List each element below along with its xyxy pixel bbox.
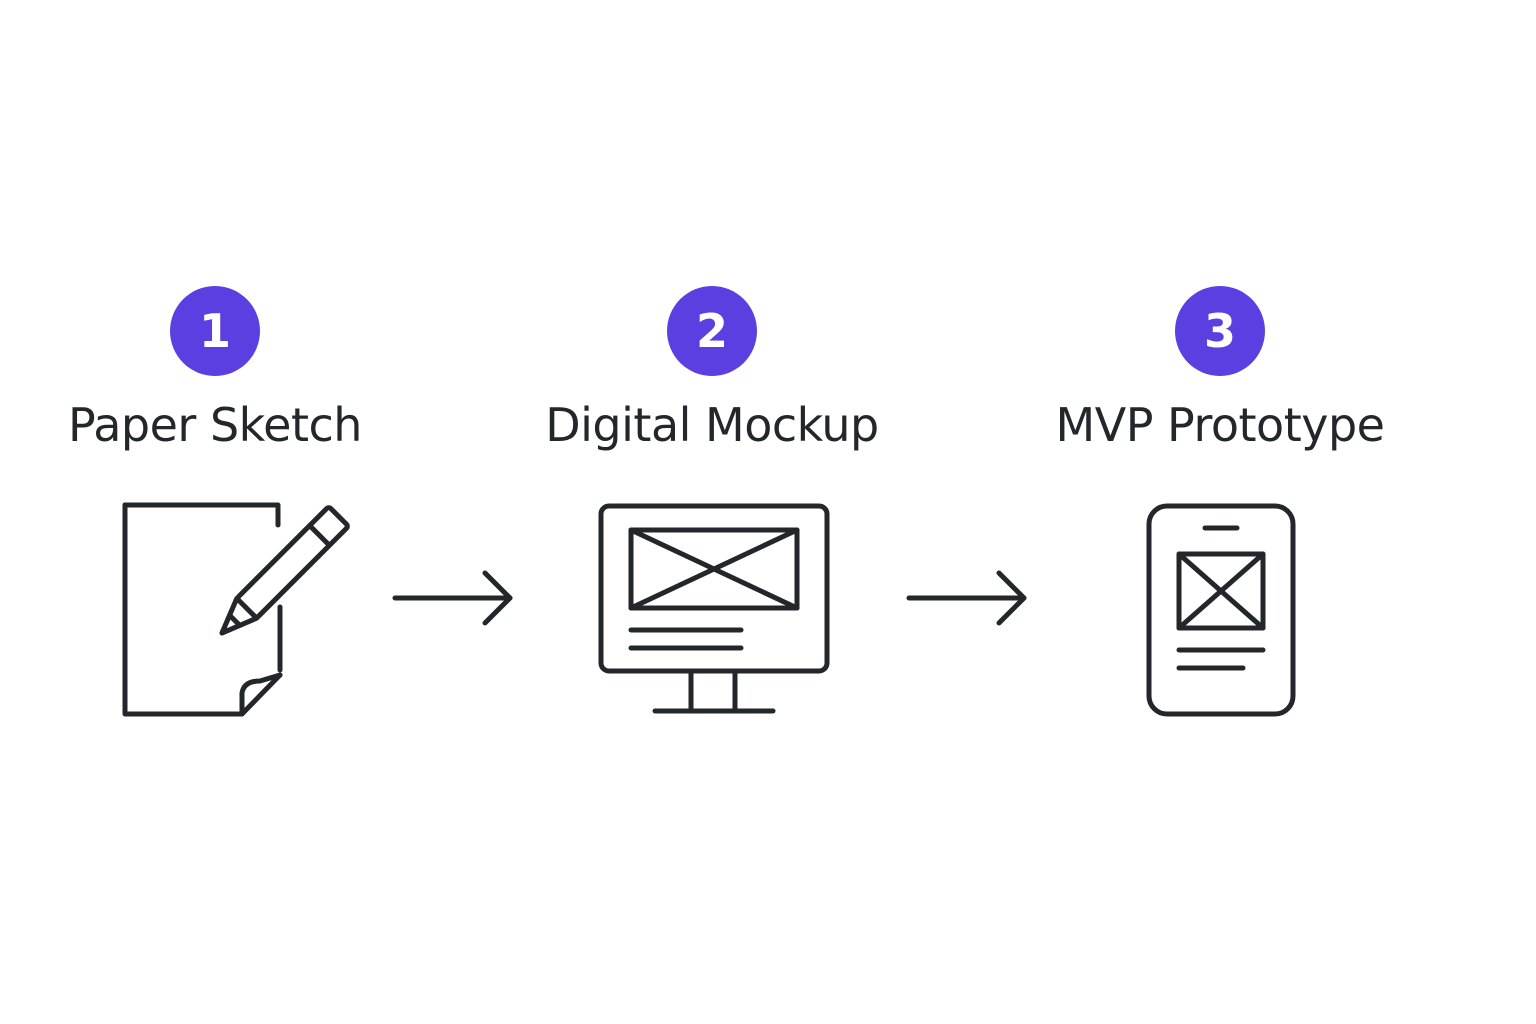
desktop-monitor-icon — [598, 503, 830, 714]
mobile-phone-icon — [1146, 503, 1296, 717]
step-1: 1 Paper Sketch — [5, 286, 425, 452]
right-arrow-icon — [906, 570, 1027, 626]
step-2-number-badge: 2 — [667, 286, 757, 376]
step-2: 2 Digital Mockup — [502, 286, 922, 452]
step-3: 3 MVP Prototype — [1010, 286, 1430, 452]
step-1-label: Paper Sketch — [68, 398, 362, 452]
step-2-label: Digital Mockup — [545, 398, 879, 452]
step-3-number-badge: 3 — [1175, 286, 1265, 376]
paper-pencil-icon — [122, 502, 350, 717]
step-1-number-badge: 1 — [170, 286, 260, 376]
step-3-label: MVP Prototype — [1055, 398, 1385, 452]
right-arrow-icon — [392, 570, 513, 626]
